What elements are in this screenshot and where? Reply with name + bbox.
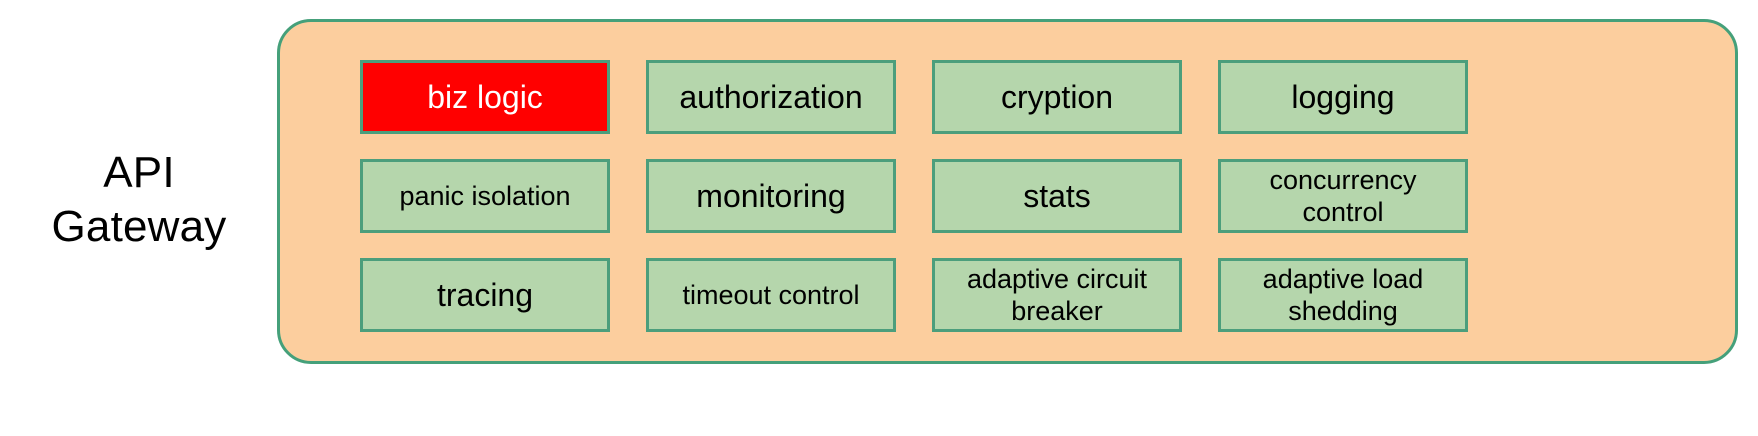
capability-box-concurrency-control[interactable]: concurrency control <box>1218 159 1468 233</box>
capability-box-stats[interactable]: stats <box>932 159 1182 233</box>
capability-box-timeout-control[interactable]: timeout control <box>646 258 896 332</box>
capability-box-adaptive-load-shedding[interactable]: adaptive load shedding <box>1218 258 1468 332</box>
capability-box-authorization[interactable]: authorization <box>646 60 896 134</box>
capability-box-adaptive-circuit-breaker[interactable]: adaptive circuit breaker <box>932 258 1182 332</box>
capability-box-cryption[interactable]: cryption <box>932 60 1182 134</box>
capability-box-panic-isolation[interactable]: panic isolation <box>360 159 610 233</box>
capability-box-logging[interactable]: logging <box>1218 60 1468 134</box>
capability-box-biz-logic[interactable]: biz logic <box>360 60 610 134</box>
gateway-label: API Gateway <box>51 148 227 251</box>
capability-grid: biz logic authorization cryption logging… <box>360 60 1670 332</box>
capability-box-monitoring[interactable]: monitoring <box>646 159 896 233</box>
capability-box-tracing[interactable]: tracing <box>360 258 610 332</box>
gateway-container: biz logic authorization cryption logging… <box>277 19 1738 364</box>
